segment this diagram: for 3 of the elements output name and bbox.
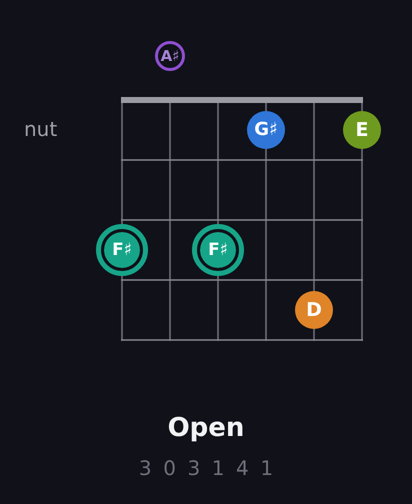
nut-label: nut (24, 119, 58, 139)
chord-name: Open (168, 415, 244, 441)
fingering-numbers: 3 0 3 1 4 1 (138, 458, 276, 478)
